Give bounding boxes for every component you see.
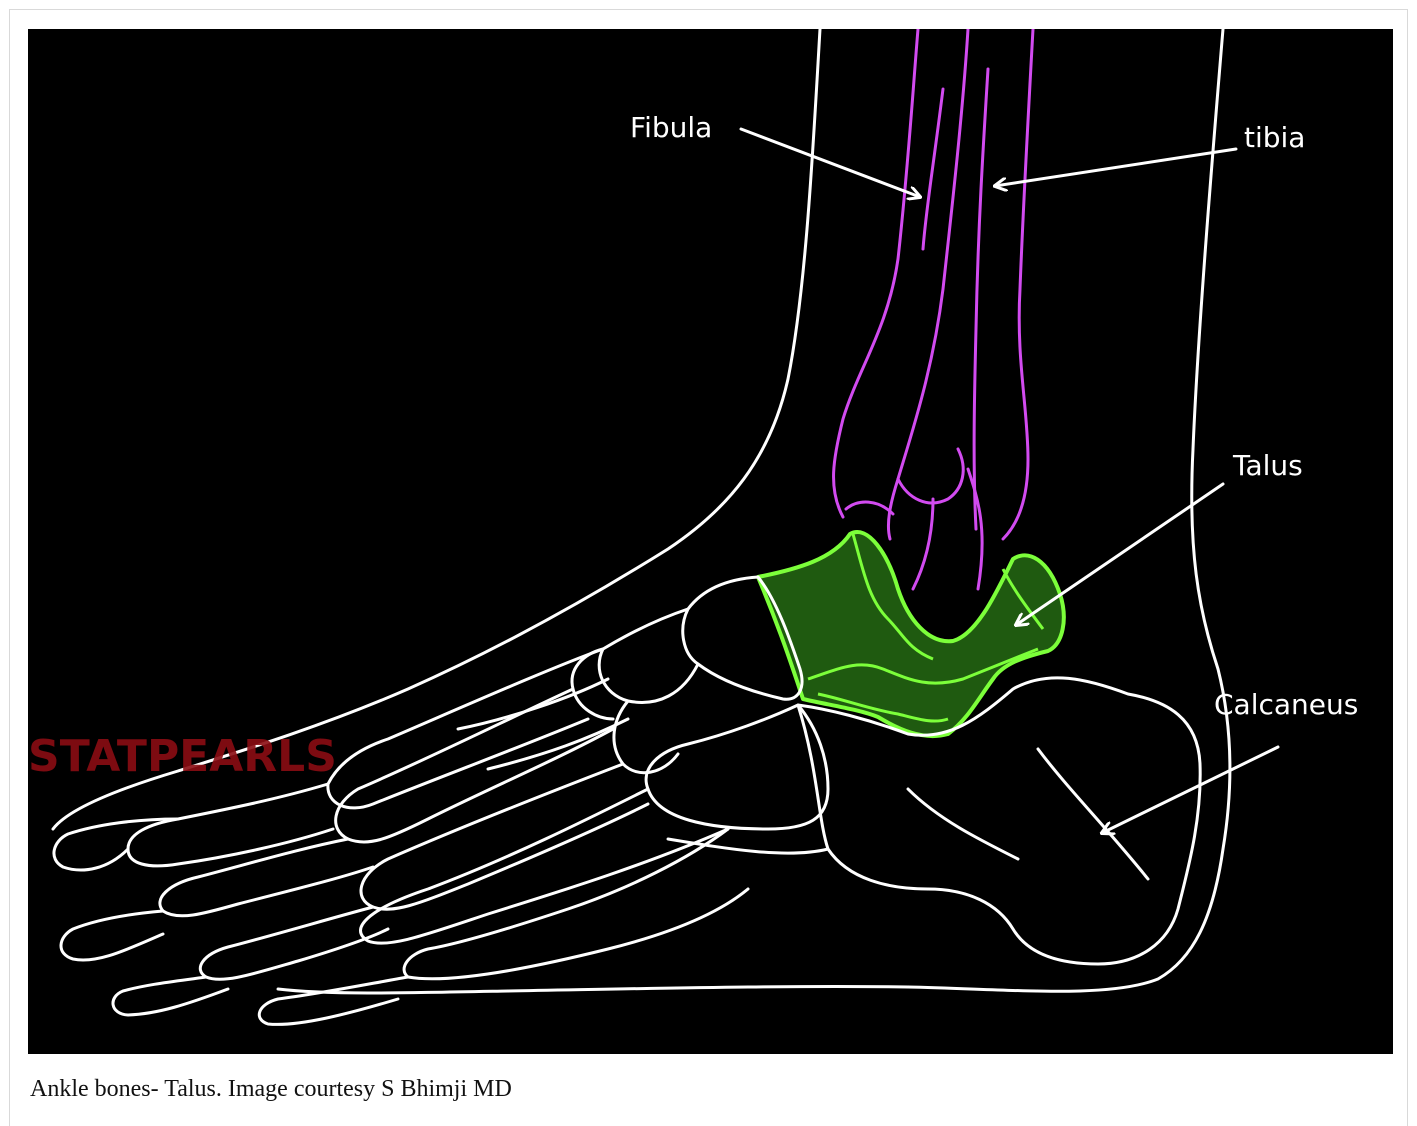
anatomy-figure: Fibula tibia Talus Calcaneus STATPEARLS [28, 29, 1393, 1054]
talus-arrow [1016, 484, 1223, 625]
fibula-shape [834, 29, 918, 517]
fibula-label: Fibula [630, 111, 712, 144]
tibia-arrow [995, 149, 1236, 186]
leg-bones [834, 29, 1033, 589]
ankle-illustration: Fibula tibia Talus Calcaneus STATPEARLS [28, 29, 1393, 1054]
calcaneus-shape [798, 678, 1200, 964]
calcaneus-label: Calcaneus [1214, 688, 1358, 721]
figure-caption: Ankle bones- Talus. Image courtesy S Bhi… [30, 1076, 512, 1103]
statpearls-watermark: STATPEARLS [28, 731, 337, 782]
fibula-arrow [741, 129, 920, 197]
talus-label: Talus [1232, 449, 1303, 482]
tibia-shape [1003, 29, 1033, 539]
foot-skin-outline [53, 29, 1230, 993]
calcaneus-arrow [1102, 747, 1278, 833]
label-arrows [741, 129, 1278, 833]
tibia-label: tibia [1244, 121, 1305, 154]
